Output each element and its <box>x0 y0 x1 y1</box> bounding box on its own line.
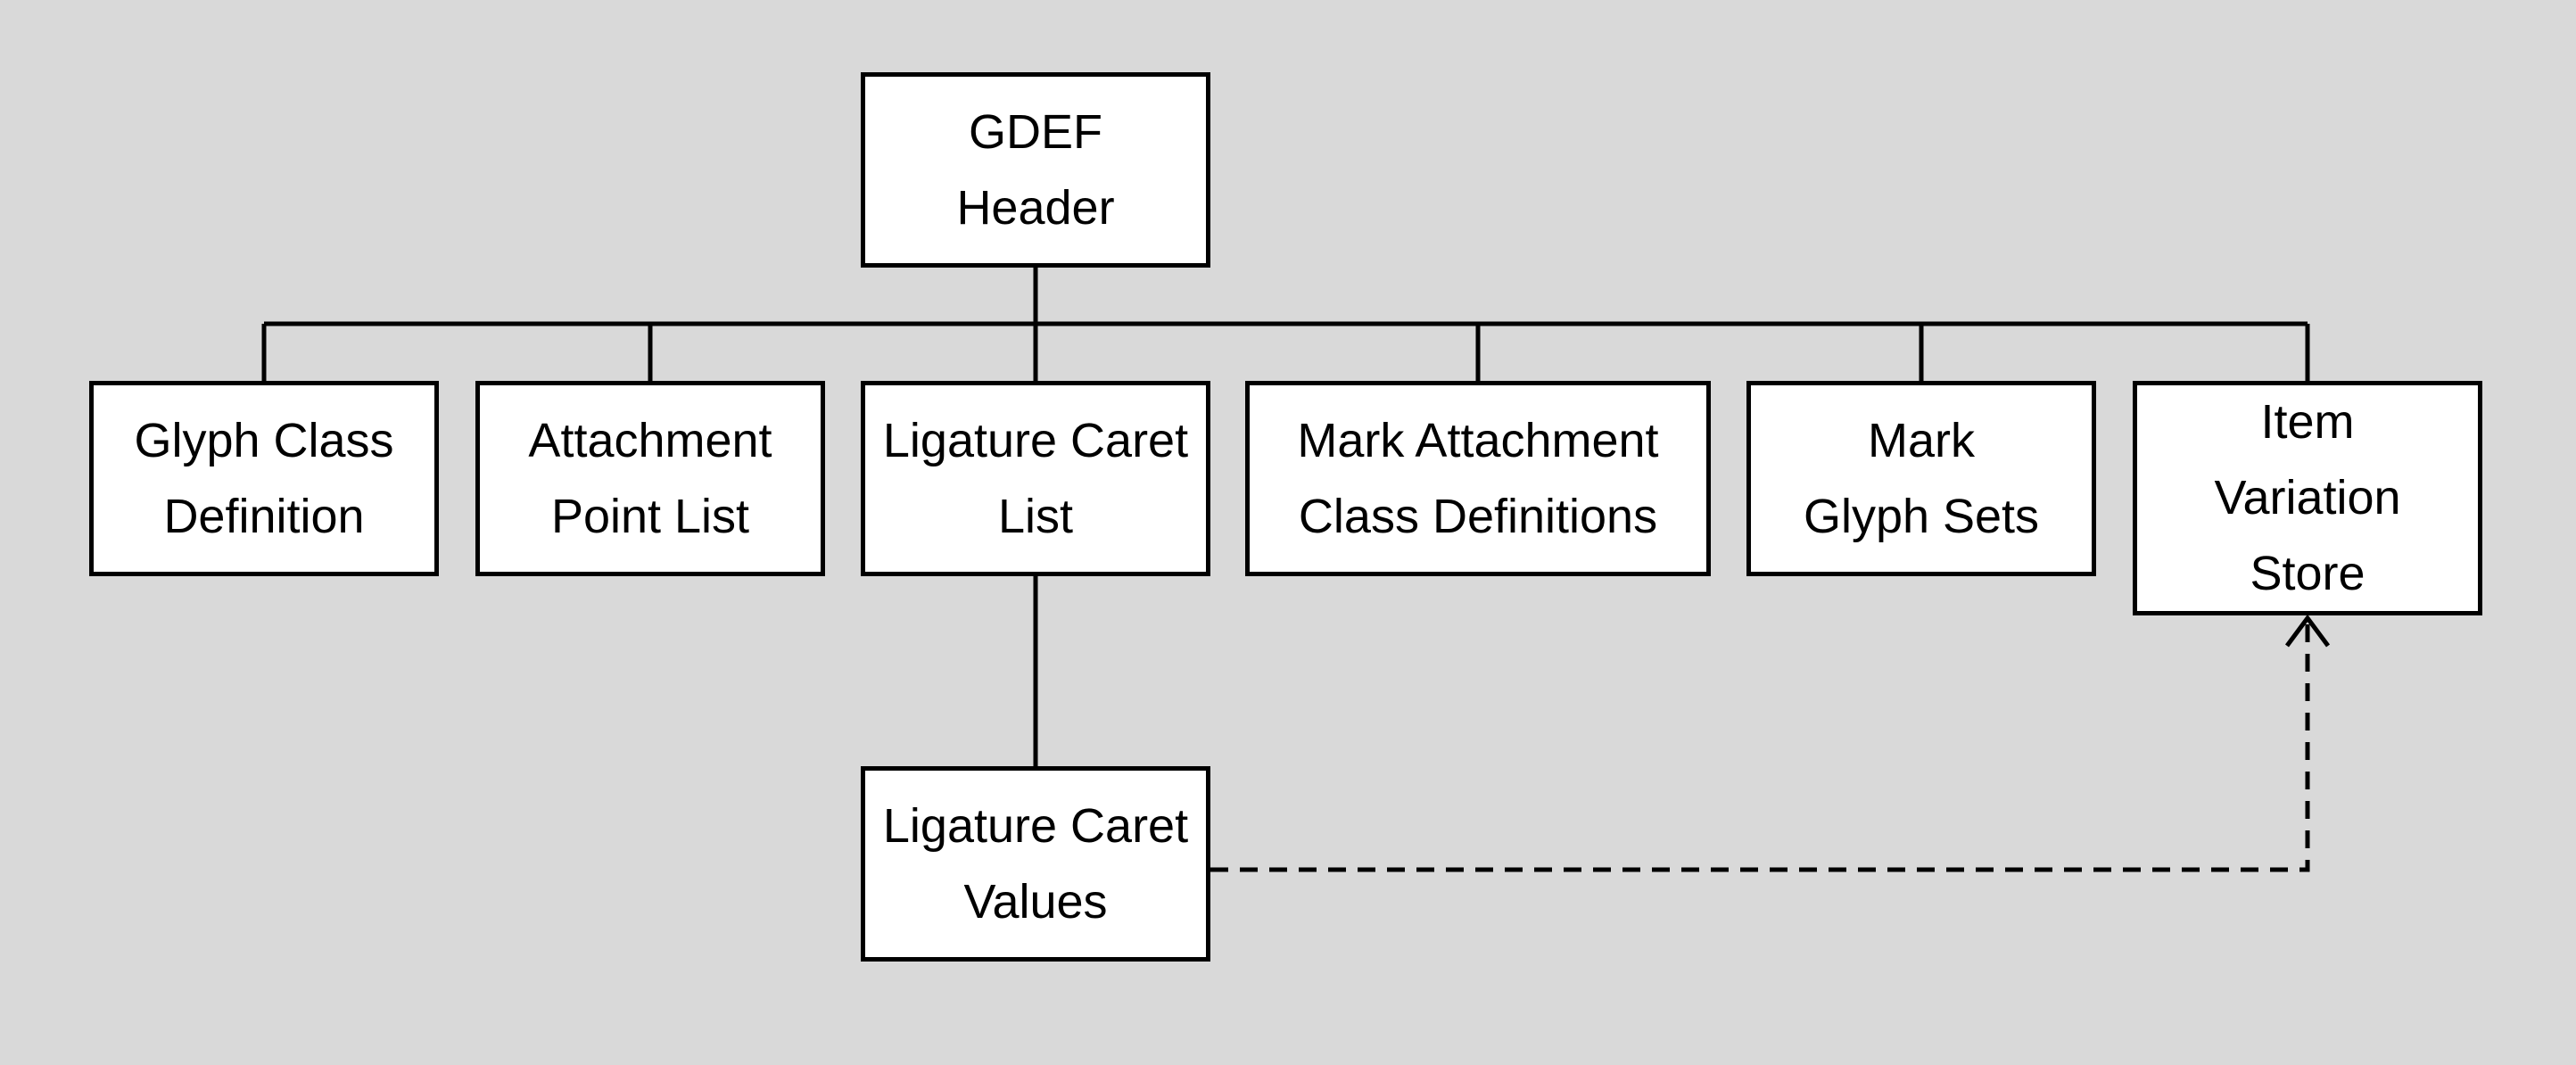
node-gdef-header: GDEF Header <box>861 72 1210 268</box>
node-mark-attachment-class-definitions: Mark Attachment Class Definitions <box>1245 381 1711 576</box>
node-label-line: List <box>997 489 1074 543</box>
open-arrowhead-icon <box>2284 614 2331 648</box>
node-label-line: Definition <box>163 489 365 543</box>
node-label-line: Glyph Sets <box>1803 489 2040 543</box>
node-glyph-class-definition: Glyph Class Definition <box>89 381 439 576</box>
node-label-line: Mark <box>1868 413 1975 467</box>
edge-dashed-values-to-item-variation-store <box>1210 624 2310 872</box>
node-label-line: Item <box>2260 395 2355 449</box>
node-label-line: Variation <box>2214 471 2401 524</box>
node-item-variation-store: Item Variation Store <box>2133 381 2482 615</box>
node-mark-glyph-sets: Mark Glyph Sets <box>1746 381 2096 576</box>
node-label-line: Header <box>956 180 1115 235</box>
node-label-line: Store <box>2250 547 2365 600</box>
node-label-line: Point List <box>550 489 750 543</box>
node-label-line: Class Definitions <box>1298 489 1658 543</box>
node-attachment-point-list: Attachment Point List <box>475 381 825 576</box>
node-label-line: GDEF <box>968 104 1102 159</box>
node-label-line: Ligature Caret <box>882 798 1189 853</box>
node-ligature-caret-values: Ligature Caret Values <box>861 766 1210 962</box>
node-label-line: Mark Attachment <box>1297 413 1659 467</box>
node-label-line: Glyph Class <box>134 413 394 467</box>
node-label-line: Values <box>963 874 1108 929</box>
node-label-line: Ligature Caret <box>882 413 1189 467</box>
node-ligature-caret-list: Ligature Caret List <box>861 381 1210 576</box>
node-label-line: Attachment <box>528 413 772 467</box>
